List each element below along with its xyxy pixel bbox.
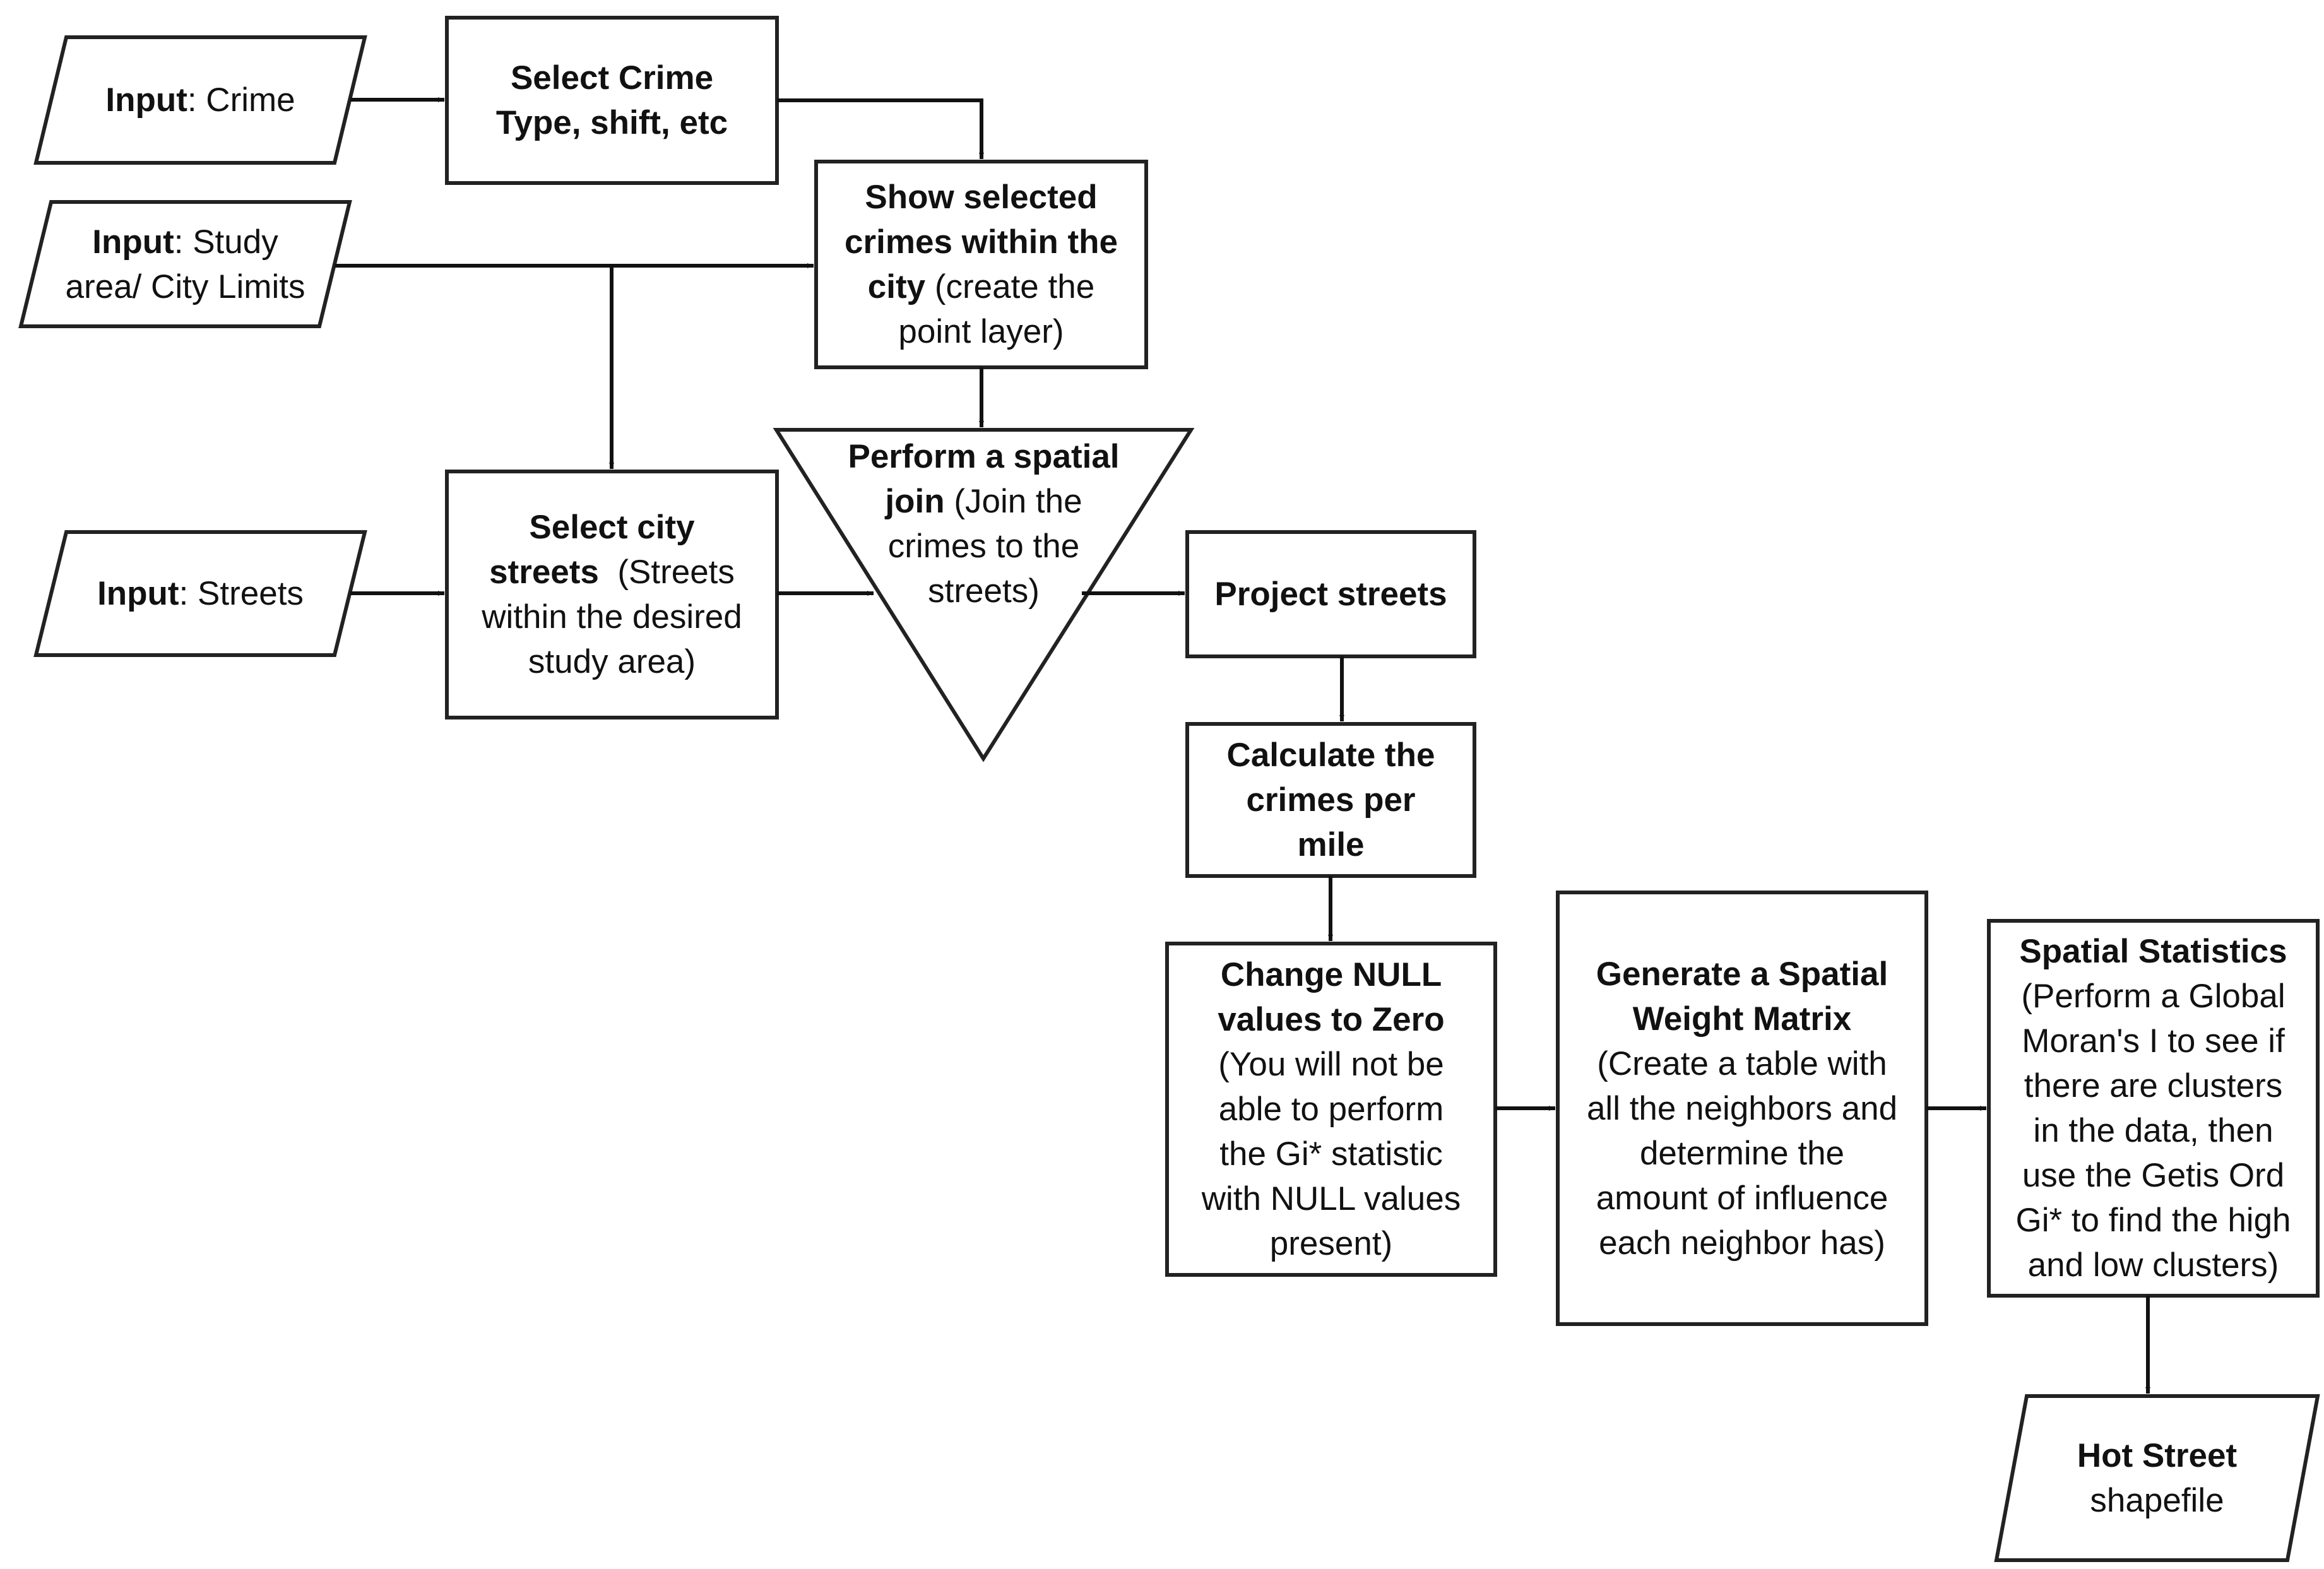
project-streets-node: Project streets <box>1187 532 1474 656</box>
spatial-stats-line-1: (Perform a Global <box>2021 978 2285 1015</box>
input-crime-text: : Crime <box>187 81 295 119</box>
change-null-title-1: Change NULL <box>1220 956 1442 993</box>
show-selected-line-4: point layer) <box>898 313 1064 350</box>
input-streets-node: Input: Streets <box>51 532 350 655</box>
spatial-stats-line-4: in the data, then <box>2033 1112 2274 1149</box>
spatial-weight-line-1: (Create a table with <box>1597 1045 1887 1082</box>
input-crime-shape <box>33 35 367 165</box>
select-streets-line-2-bold: streets <box>489 554 599 591</box>
select-crime-line-1: Select Crime <box>510 59 714 97</box>
show-selected-node: Show selected crimes within the city (cr… <box>816 162 1146 367</box>
select-crime-node: Select Crime Type, shift, etc <box>447 18 777 183</box>
show-selected-line-3-text: (create the <box>925 268 1095 305</box>
spatial-stats-node: Spatial Statistics (Perform a Global Mor… <box>1989 921 2318 1296</box>
spatial-weight-title-1: Generate a Spatial <box>1596 955 1888 993</box>
input-study-text-1: : Study <box>174 223 278 261</box>
spatial-stats-line-2: Moran's I to see if <box>2022 1022 2285 1060</box>
spatial-weight-line-5: each neighbor has) <box>1599 1224 1885 1262</box>
spatial-stats-title: Spatial Statistics <box>2019 933 2287 970</box>
show-selected-line-3-bold: city <box>867 268 926 305</box>
select-streets-line-1: Select city <box>529 509 695 546</box>
select-streets-line-3: within the desired <box>482 598 742 636</box>
hot-street-title: Hot Street <box>2077 1437 2238 1474</box>
spatial-weight-line-2: all the neighbors and <box>1586 1089 1898 1127</box>
change-null-shape <box>1165 942 1497 1277</box>
perform-join-line-2-bold: join <box>885 483 945 520</box>
perform-join-line-1: Perform a spatial <box>848 438 1120 475</box>
input-streets-shape <box>33 530 367 657</box>
calc-crimes-line-3: mile <box>1297 826 1365 863</box>
spatial-stats-line-6: Gi* to find the high <box>2015 1202 2291 1239</box>
spatial-stats-line-7: and low clusters) <box>2027 1246 2279 1284</box>
change-null-node: Change NULL values to Zero (You will not… <box>1167 944 1495 1275</box>
spatial-weight-title-2: Weight Matrix <box>1632 1000 1852 1038</box>
spatial-stats-line-5: use the Getis Ord <box>2022 1157 2285 1194</box>
spatial-stats-line-3: there are clusters <box>2024 1067 2283 1104</box>
change-null-line-4: with NULL values <box>1201 1180 1461 1217</box>
calc-crimes-node: Calculate the crimes per mile <box>1187 724 1474 876</box>
input-study-shape <box>18 200 352 328</box>
hot-street-shape <box>1994 1394 2320 1562</box>
input-crime-label: Input <box>105 81 187 119</box>
input-streets-label: Input <box>97 575 179 612</box>
change-null-line-1: (You will not be <box>1218 1046 1444 1083</box>
perform-join-node: Perform a spatial join (Join the crimes … <box>776 434 1191 613</box>
input-study-label: Input <box>92 223 174 261</box>
show-selected-line-1: Show selected <box>865 179 1098 216</box>
calc-crimes-line-2: crimes per <box>1246 781 1416 819</box>
input-study-text-2: area/ City Limits <box>65 268 305 305</box>
perform-join-line-3: crimes to the <box>887 528 1080 565</box>
show-selected-line-2: crimes within the <box>845 223 1118 261</box>
project-streets-shape <box>1185 530 1476 658</box>
change-null-line-5: present) <box>1269 1225 1393 1262</box>
change-null-line-2: able to perform <box>1218 1091 1444 1128</box>
input-streets-text: : Streets <box>179 575 304 612</box>
change-null-title-2: values to Zero <box>1218 1001 1445 1038</box>
change-null-line-3: the Gi* statistic <box>1219 1135 1443 1173</box>
calc-crimes-shape <box>1185 722 1476 878</box>
hot-street-node: Hot Street shapefile <box>2012 1396 2303 1560</box>
calc-crimes-line-1: Calculate the <box>1226 737 1435 774</box>
connector-select-crime-to-show-selected <box>777 98 984 159</box>
project-streets-label: Project streets <box>1214 576 1447 613</box>
select-streets-shape <box>445 470 779 719</box>
input-crime-node: Input: Crime <box>51 37 350 163</box>
perform-join-line-2-text: (Join the <box>944 483 1082 520</box>
select-streets-line-4: study area) <box>528 643 696 680</box>
perform-join-line-4: streets) <box>928 572 1040 610</box>
select-streets-line-2-text: (Streets <box>598 554 735 591</box>
hot-street-text: shapefile <box>2090 1482 2224 1519</box>
spatial-weight-node: Generate a Spatial Weight Matrix (Create… <box>1558 892 1926 1324</box>
select-crime-shape <box>445 16 779 185</box>
input-study-node: Input: Study area/ City Limits <box>36 202 335 326</box>
spatial-weight-line-4: amount of influence <box>1596 1179 1888 1217</box>
spatial-weight-shape <box>1556 891 1928 1326</box>
select-streets-node: Select city streets (Streets within the … <box>447 471 777 718</box>
spatial-weight-line-3: determine the <box>1639 1134 1845 1172</box>
select-crime-line-2: Type, shift, etc <box>495 104 728 141</box>
spatial-stats-shape <box>1987 919 2320 1298</box>
